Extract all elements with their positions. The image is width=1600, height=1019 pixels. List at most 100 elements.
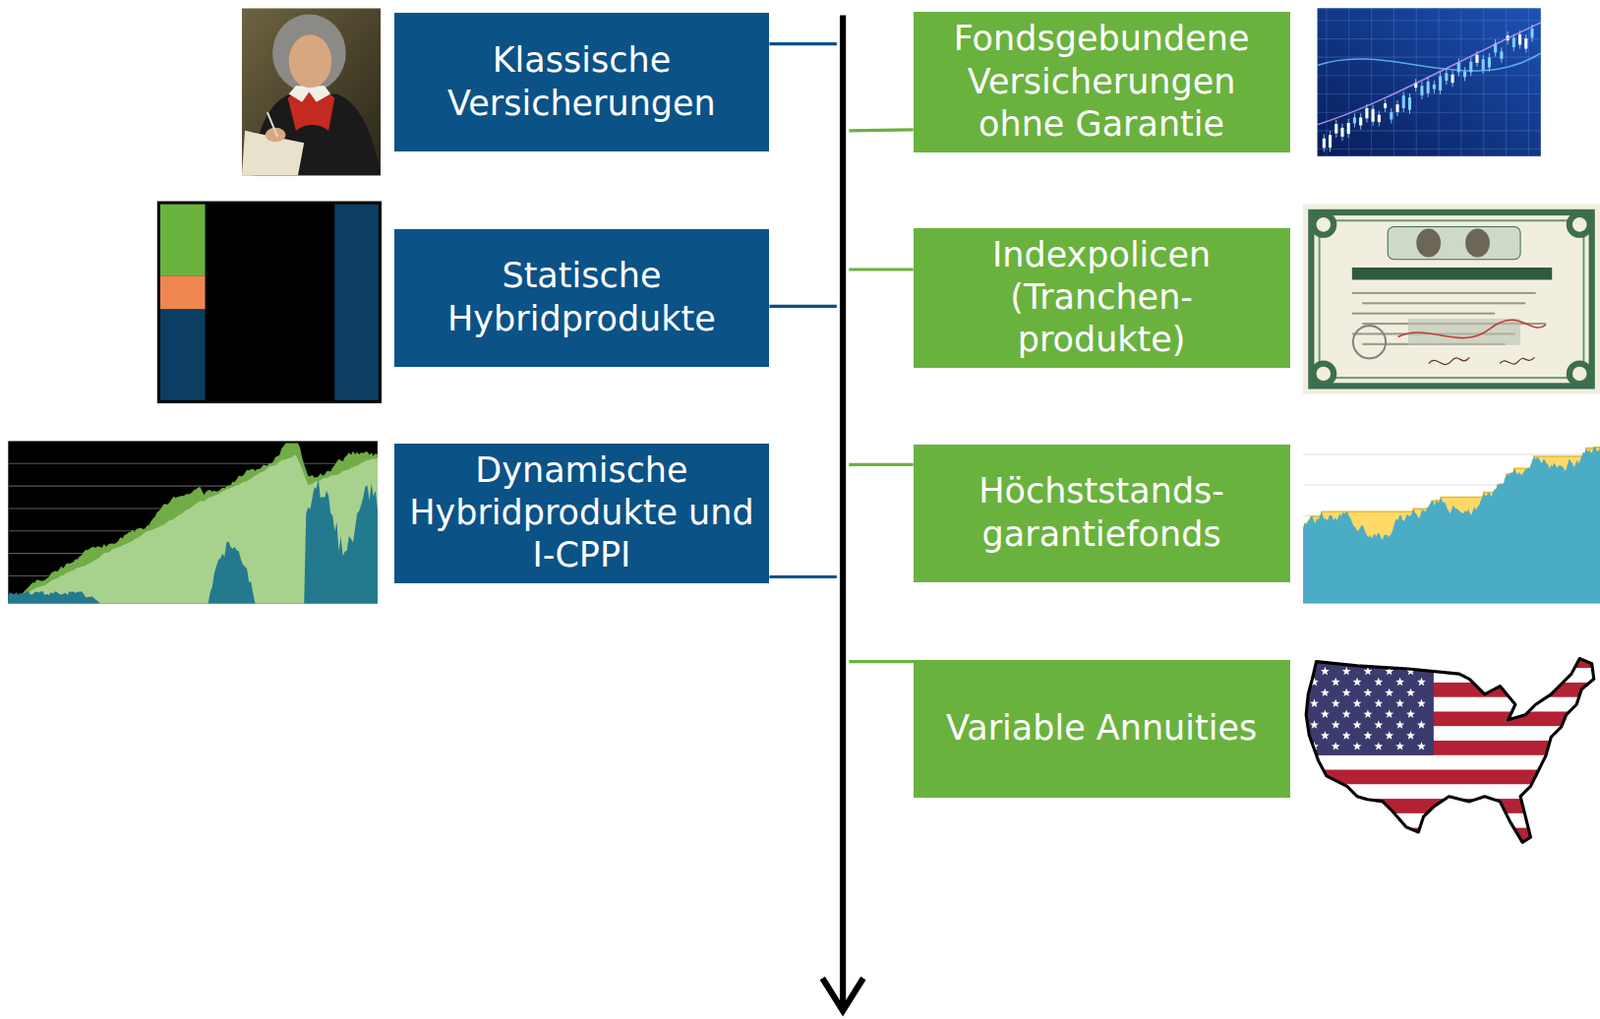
timeline-tick	[769, 42, 836, 46]
timeline-tick	[769, 304, 836, 308]
stock-picture-part	[1438, 76, 1442, 91]
box-label: Klassische Versicherungen	[406, 39, 759, 125]
stock-picture	[1317, 7, 1541, 157]
era-box: Höchststands- garantiefonds	[913, 444, 1291, 583]
certificate-picture-part	[1310, 212, 1592, 386]
stock-picture-part	[1371, 109, 1375, 122]
stock-picture-part	[1317, 53, 1541, 71]
dynamic-chart-part	[7, 463, 378, 465]
stock-picture-part	[1325, 7, 1327, 157]
us-map-flag-part-part	[1309, 699, 1319, 708]
certificate-picture-part	[1572, 217, 1588, 233]
stock-picture-part	[1432, 84, 1436, 90]
era-box: Fondsgebundene Versicherungen ohne Garan…	[913, 11, 1291, 152]
timeline-axis	[839, 15, 846, 1011]
era-box: Indexpolicen (Tranchen- produkte)	[913, 228, 1291, 368]
allocation-picture-part	[158, 202, 381, 403]
certificate-picture-part	[1309, 359, 1337, 387]
box-label: Indexpolicen (Tranchen- produkte)	[925, 234, 1279, 362]
us-map-flag-part-part	[1373, 741, 1383, 750]
stock-picture-part	[1317, 74, 1541, 76]
stock-picture-part	[1481, 59, 1485, 70]
stock-picture-part	[1451, 74, 1455, 84]
era-box: Klassische Versicherungen	[394, 12, 771, 151]
box-label: Dynamische Hybridprodukte und I-CPPI	[406, 449, 759, 578]
certificate-picture-part	[1352, 292, 1537, 295]
stock-picture-part	[1518, 34, 1522, 46]
us-map-flag-part-part	[1353, 699, 1363, 708]
us-map-flag	[1303, 652, 1600, 843]
us-map-flag-part-part	[1384, 688, 1394, 697]
portrait-picture-part	[241, 7, 381, 176]
stock-picture-part	[1530, 28, 1534, 38]
certificate-picture-part	[1398, 319, 1546, 338]
timeline-arrowhead	[822, 977, 864, 1010]
us-map-flag-part-part	[1320, 688, 1330, 697]
portrait-picture	[241, 7, 381, 176]
certificate-picture-part	[1303, 204, 1600, 395]
us-map-flag-part	[1305, 658, 1595, 843]
stock-picture-part	[1359, 117, 1363, 125]
timeline-tick	[848, 463, 913, 467]
stock-picture-part	[1370, 7, 1372, 157]
certificate-picture-part	[1416, 229, 1441, 258]
stock-picture-part	[1348, 7, 1350, 157]
us-map-flag-part-part	[1362, 730, 1372, 739]
stock-picture-part	[1317, 93, 1541, 95]
stock-picture-part	[1444, 72, 1448, 81]
portrait-picture-part	[272, 14, 347, 93]
us-map-flag-part-part	[1362, 709, 1372, 717]
us-map-flag-part-part	[1417, 699, 1426, 708]
us-map-flag-part-part	[1331, 677, 1341, 686]
us-map-flag-part-part	[1417, 719, 1426, 728]
us-map-flag-part-part	[1395, 741, 1405, 750]
us-map-flag-part-part	[1406, 709, 1416, 717]
certificate-picture-part	[1408, 318, 1521, 346]
stock-picture-part	[1317, 129, 1541, 131]
us-map-flag-part-part	[1320, 709, 1330, 717]
us-map-flag-part-part	[1395, 677, 1405, 686]
us-map-flag-part-part	[1331, 719, 1341, 728]
era-box: Variable Annuities	[913, 659, 1291, 798]
stock-picture-part	[1322, 138, 1326, 149]
us-map-flag-part-part	[1353, 741, 1363, 750]
stock-picture-part	[1499, 51, 1503, 59]
us-map-flag-part-part	[1309, 719, 1319, 728]
certificate-picture-part	[1353, 325, 1386, 358]
certificate-picture-part	[1316, 366, 1332, 382]
us-map-flag-part-part	[1342, 730, 1352, 739]
us-map-flag-part-part	[1417, 677, 1426, 686]
era-box: Dynamische Hybridprodukte und I-CPPI	[394, 443, 771, 584]
stock-picture-part	[1528, 7, 1530, 157]
box-label: Höchststands- garantiefonds	[925, 470, 1279, 556]
stock-picture-part	[1395, 104, 1399, 113]
high-water-chart-part	[1303, 438, 1600, 603]
stock-picture-part	[1420, 85, 1423, 96]
us-map-flag-part-part	[1373, 719, 1383, 728]
certificate-picture-part	[1352, 267, 1552, 280]
certificate-picture-part	[1309, 211, 1337, 238]
us-map-flag-part-part	[1303, 828, 1600, 843]
us-map-flag-part-part	[1353, 677, 1363, 686]
stock-picture-part	[1393, 7, 1395, 157]
certificate-picture-part	[1428, 356, 1536, 364]
us-map-flag-part-part	[1373, 677, 1383, 686]
stock-picture-part	[1317, 148, 1541, 150]
timeline-tick	[848, 267, 913, 271]
certificate-picture-part	[1387, 226, 1521, 259]
us-map-flag-part-part	[1384, 730, 1394, 739]
box-label: Statische Hybridprodukte	[406, 254, 759, 341]
us-map-flag-part	[1303, 652, 1600, 843]
stock-picture-part	[1353, 117, 1357, 123]
stock-picture-part	[1317, 22, 1541, 125]
certificate-picture-part	[1352, 312, 1495, 315]
timeline-tick	[848, 129, 913, 131]
allocation-picture-part	[334, 204, 379, 401]
us-map-flag-part-part	[1303, 770, 1600, 785]
us-map-flag-part-part	[1331, 699, 1341, 708]
stock-picture-part	[1505, 7, 1507, 157]
us-map-flag-part-part	[1331, 741, 1341, 750]
us-map-flag-part-part	[1417, 741, 1426, 750]
stock-picture-part	[1364, 108, 1368, 119]
